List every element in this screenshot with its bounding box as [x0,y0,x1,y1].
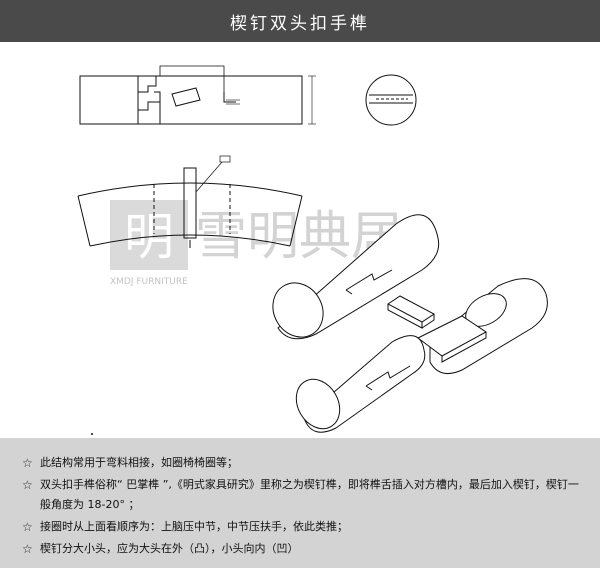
stray-dot [91,433,93,435]
cylinder-lower-end [295,378,341,430]
cylinder-right-body [429,278,548,375]
elevation-tongue-right [223,92,236,103]
elevation-outline [79,75,303,125]
page-header: 楔钉双头扣手榫 [0,0,600,42]
curved-rail-wedge [183,167,197,239]
star-icon: ☆ [22,542,33,556]
note-text: 双头扣手榫俗称“ 巴掌榫 ”,《明式家具研究》里称之为楔钉榫，即将榫舌插入对方槽… [40,478,579,511]
watermark-english: XMDJ FURNITURE [110,277,188,287]
note-item: ☆ 接圈时从上面看顺序为：上脑压中节，中节压扶手，依此类推； [22,517,580,537]
curved-rail-top [77,182,303,197]
curved-rail-bottom [89,234,291,247]
curved-rail-view [77,155,303,248]
star-icon: ☆ [22,478,33,492]
elevation-dimension-top [159,65,225,92]
cylinder-right-tongue-side [441,332,487,363]
cylinder-upper-tongue-edge [345,289,353,295]
floating-wedge-pin-end [421,314,435,329]
note-item: ☆ 双头扣手榫俗称“ 巴掌榫 ”,《明式家具研究》里称之为楔钉榫，即将榫舌插入对… [22,475,580,515]
note-item: ☆ 此结构常用于弯料相接，如圈椅椅圈等； [22,453,580,473]
star-icon: ☆ [22,456,33,470]
elevation-view [79,65,316,125]
cylinder-lower-tongue-edge [365,385,373,391]
exploded-view [272,214,548,433]
curved-rail-leader-tag [219,155,231,163]
joint-drawing-svg: 明 雪明典居 XMDJ FURNITURE [77,65,548,435]
note-text: 此结构常用于弯料相接，如圈椅椅圈等； [40,456,238,469]
floating-wedge-pin [387,295,435,323]
elevation-tongue-left [138,76,157,93]
note-text: 接圈时从上面看顺序为：上脑压中节，中节压扶手，依此类推； [40,520,348,533]
joint-illustration: 明 雪明典居 XMDJ FURNITURE [0,42,600,438]
curved-rail-leader [195,161,223,193]
notes-panel: ☆ 此结构常用于弯料相接，如圈椅椅圈等； ☆ 双头扣手榫俗称“ 巴掌榫 ”,《明… [0,438,600,568]
note-item: ☆ 楔钉分大小头，应为大头在外（凸），小头向内（凹） [22,539,580,559]
cylinder-lower-tongue [365,365,411,387]
cylinder-upper-end [272,282,324,338]
floating-wedge-pin-side [387,304,423,329]
section-view [365,74,417,126]
cylinder-upper-tongue [345,269,393,291]
elevation-wedge-pin [171,87,201,107]
curved-rail-end-left [77,195,91,247]
section-circle [365,74,417,126]
star-icon: ☆ [22,520,33,534]
elevation-tongue-lower [138,91,161,111]
note-text: 楔钉分大小头，应为大头在外（凸），小头向内（凹） [40,542,299,555]
page-title: 楔钉双头扣手榫 [230,13,370,34]
curved-rail-end-right [289,195,303,247]
